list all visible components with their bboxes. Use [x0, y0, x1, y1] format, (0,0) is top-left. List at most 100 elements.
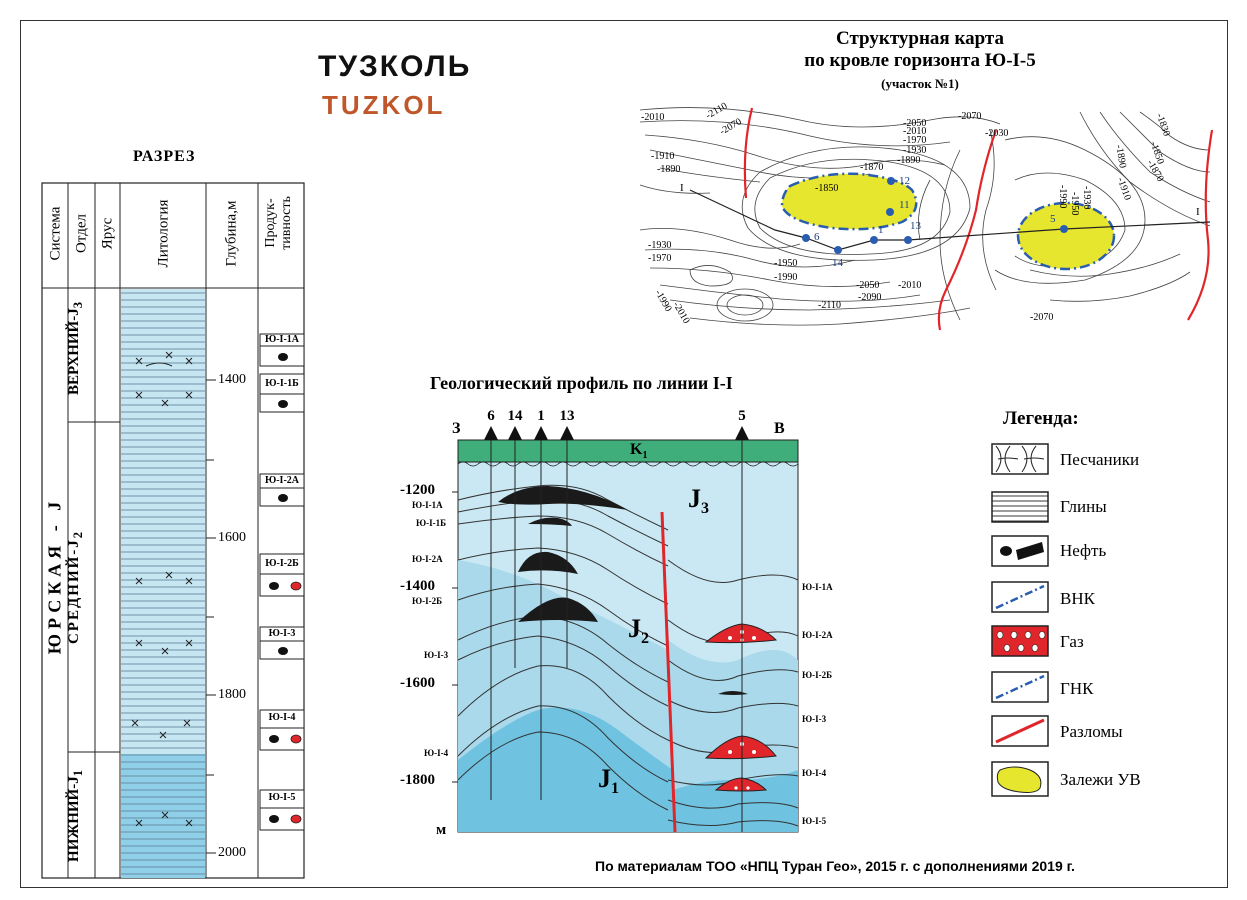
horizon-label: Ю-I-1Б	[265, 378, 299, 389]
stratigraphic-column	[41, 182, 305, 879]
map-well-11: 11	[899, 199, 910, 211]
profile-depth-unit: м	[436, 822, 447, 838]
profile-right-horizon: Ю-I-4	[802, 768, 827, 778]
unit-j2: J2	[628, 614, 649, 648]
map-well-12: 12	[899, 175, 910, 187]
profile-depth-label: -1400	[400, 578, 435, 594]
map-contour-label: -2010	[898, 280, 922, 291]
structural-map	[639, 107, 1214, 331]
map-contour-label: -2110	[818, 300, 841, 311]
unit-j3-sub: 3	[701, 500, 709, 518]
map-contour-label: -1850	[815, 183, 839, 194]
map-contour-label: -1870	[860, 162, 884, 173]
map-well-14: 14	[832, 257, 843, 269]
map-well-13: 13	[910, 220, 921, 232]
map-contour-label: -2070	[958, 111, 982, 122]
horizon-label: Ю-I-1А	[264, 334, 300, 345]
map-contour-label: -1890	[897, 155, 921, 166]
legend-title: Легенда:	[1003, 408, 1079, 429]
map-title-3: (участок №1)	[881, 76, 959, 91]
map-well-1: 1	[878, 224, 884, 236]
depth-tick-1800: 1800	[218, 687, 246, 702]
division-middle-label: СРЕДНИЙ-J	[66, 538, 82, 645]
unit-j1-letter: J	[598, 764, 611, 793]
profile-left-horizon: Ю-I-1Б	[416, 518, 447, 528]
map-contour-label: -2010	[903, 126, 927, 137]
division-middle: СРЕДНИЙ-J2	[66, 522, 86, 652]
map-title-2: по кровле горизонта Ю-I-5	[804, 50, 1036, 71]
division-upper-sub: 3	[71, 302, 85, 309]
division-middle-sub: 2	[71, 529, 85, 539]
source-footer: По материалам ТОО «НПЦ Туран Гео», 2015 …	[595, 858, 1075, 874]
header-stage: Ярус	[99, 217, 116, 250]
system-label: ЮРСКАЯ - J	[44, 496, 65, 655]
map-contour-label: -2090	[858, 292, 882, 303]
depth-tick-1400: 1400	[218, 372, 246, 387]
depth-tick-2000: 2000	[218, 845, 246, 860]
figure-frame	[20, 20, 1228, 888]
map-contour-label: -1950	[774, 258, 798, 269]
header-system: Система	[47, 206, 64, 261]
horizon-label: Ю-I-3	[268, 628, 296, 639]
horizon-label: Ю-I-2А	[264, 475, 300, 486]
map-contour-label: -2030	[985, 128, 1009, 139]
map-contour-label: -1890	[657, 164, 681, 175]
profile-right-horizon: Ю-I-2А	[802, 630, 833, 640]
profile-well-label: 1	[537, 408, 545, 424]
unit-j2-letter: J	[628, 614, 641, 643]
map-contour-label: -1930	[1081, 186, 1092, 210]
division-upper-label: ВЕРХНИЙ-J	[66, 308, 82, 395]
legend-item-deposit: Залежи УВ	[1060, 770, 1141, 789]
legend-item-owc: ВНК	[1060, 589, 1095, 608]
horizon-label: Ю-I-4	[268, 712, 296, 723]
profile-left-horizon: Ю-I-1А	[412, 500, 443, 510]
profile-left-horizon: Ю-I-4	[424, 748, 449, 758]
profile-left-horizon: Ю-I-2А	[412, 554, 443, 564]
map-contour-label: -1930	[648, 240, 672, 251]
map-contour-label: -1970	[648, 253, 672, 264]
header-depth-cell: Глубина,м	[206, 185, 258, 285]
header-productivity-2: тивность	[279, 196, 294, 250]
map-contour-label: -1970	[903, 135, 927, 146]
cretaceous-letter: K	[630, 441, 643, 458]
division-lower-sub: 1	[71, 770, 85, 777]
profile-left-horizon: Ю-I-3	[424, 650, 449, 660]
map-contour-label: -2070	[1030, 312, 1054, 323]
horizon-label: Ю-I-5	[268, 792, 296, 803]
profile-east: В	[774, 420, 785, 437]
map-contour-label: -2050	[856, 280, 880, 291]
profile-well-label: 5	[738, 408, 746, 424]
map-contour-label: -1990	[774, 272, 798, 283]
title-ru: ТУЗКОЛЬ	[318, 50, 472, 83]
title-en: TUZKOL	[322, 90, 446, 120]
map-contour-label: -2050	[903, 118, 927, 129]
map-contour-label: -1950	[1069, 192, 1080, 216]
legend-item-sandstone: Песчаники	[1060, 450, 1140, 469]
legend-item-fault: Разломы	[1060, 722, 1123, 741]
map-contour-label: -1930	[903, 145, 927, 156]
header-system-cell: Система	[44, 185, 66, 285]
division-lower: НИЖНИЙ-J1	[66, 766, 86, 866]
map-line-end-east: I	[1196, 206, 1200, 218]
profile-well-label: 13	[559, 408, 575, 424]
division-upper: ВЕРХНИЙ-J3	[66, 302, 86, 395]
header-depth: Глубина,м	[223, 200, 240, 267]
header-stage-cell: Ярус	[96, 185, 120, 285]
cretaceous-label: K1	[630, 441, 647, 461]
profile-depth-label: -1600	[400, 675, 435, 691]
map-well-6: 6	[814, 231, 820, 243]
profile-right-horizon: Ю-I-1А	[802, 582, 833, 592]
unit-j3: J3	[688, 484, 709, 518]
geological-profile	[452, 426, 799, 833]
profile-west: З	[452, 420, 461, 437]
header-lithology-cell: Литология	[122, 185, 206, 285]
map-title-1: Структурная карта	[836, 28, 1004, 49]
profile-depth-label: -1800	[400, 772, 435, 788]
map-contour-label: -2010	[641, 112, 665, 123]
profile-well-label: 6	[487, 408, 495, 424]
division-lower-label: НИЖНИЙ-J	[66, 776, 82, 862]
legend-item-oil: Нефть	[1060, 541, 1107, 560]
unit-j3-letter: J	[688, 484, 701, 513]
profile-well-label: 14	[507, 408, 523, 424]
